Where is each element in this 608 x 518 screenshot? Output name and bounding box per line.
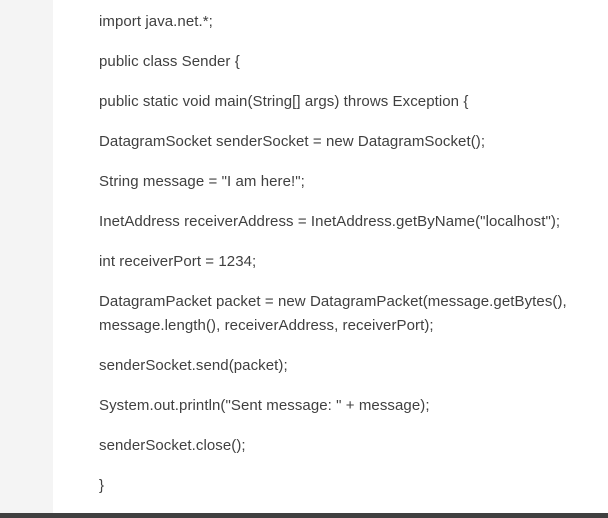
code-line: DatagramPacket packet = new DatagramPack… [99, 293, 572, 334]
code-line: System.out.println("Sent message: " + me… [99, 397, 430, 414]
code-content-area: import java.net.*; public class Sender {… [53, 0, 608, 518]
code-line: } [99, 477, 105, 494]
code-line: public static void main(String[] args) t… [99, 93, 469, 110]
code-line: String message = "I am here!"; [99, 173, 305, 190]
code-line: import java.net.*; [99, 13, 213, 30]
code-line: public class Sender { [99, 53, 240, 70]
code-line: InetAddress receiverAddress = InetAddres… [99, 213, 561, 230]
code-line: DatagramSocket senderSocket = new Datagr… [99, 133, 486, 150]
code-line: int receiverPort = 1234; [99, 253, 257, 270]
bottom-bar [0, 513, 608, 518]
code-line: senderSocket.close(); [99, 437, 246, 454]
left-gutter-strip [0, 0, 53, 518]
code-block[interactable]: import java.net.*; public class Sender {… [99, 10, 600, 498]
code-line: senderSocket.send(packet); [99, 357, 288, 374]
